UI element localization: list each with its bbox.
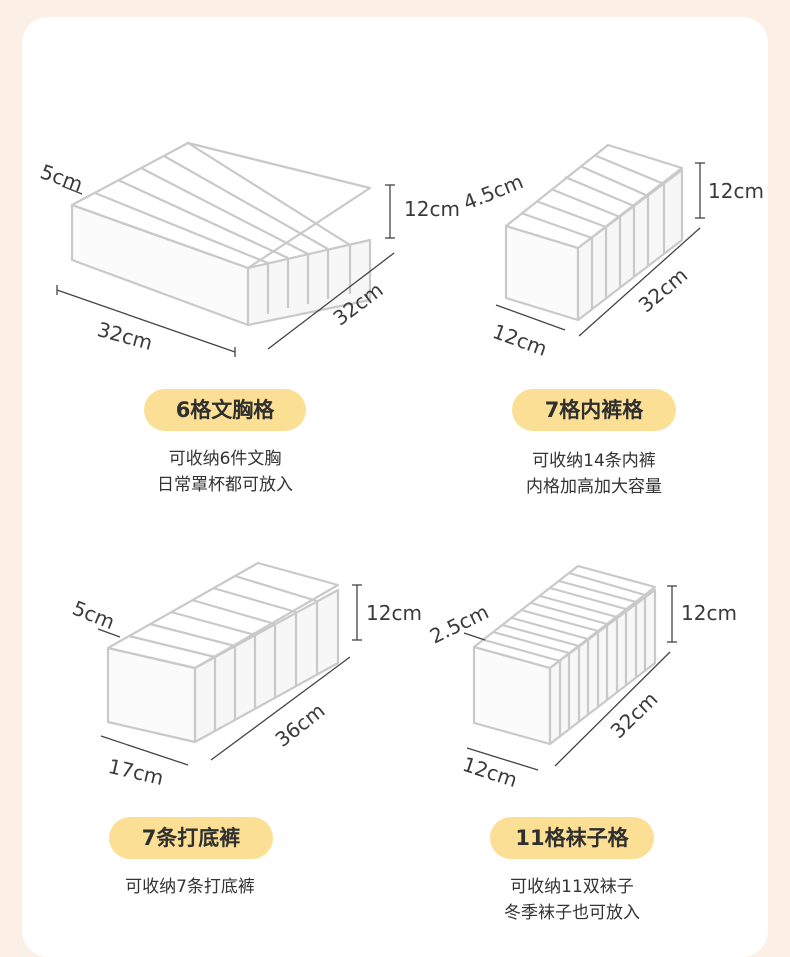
socks-height-label: 12cm bbox=[681, 601, 737, 625]
product-desc-leggings: 可收纳7条打底裤 bbox=[70, 874, 310, 900]
bra-organizer-drawing bbox=[70, 141, 372, 327]
product-desc-underwear: 可收纳14条内裤 内格加高加大容量 bbox=[474, 448, 714, 500]
desc-line: 内格加高加大容量 bbox=[526, 477, 662, 497]
leggings-organizer-drawing bbox=[106, 561, 340, 744]
product-title-bra: 6格文胸格 bbox=[144, 389, 306, 431]
desc-line: 冬季袜子也可放入 bbox=[504, 903, 640, 923]
socks-organizer-drawing bbox=[472, 564, 657, 746]
desc-line: 可收纳11双袜子 bbox=[510, 877, 634, 897]
product-title-socks: 11格袜子格 bbox=[490, 817, 654, 859]
desc-line: 可收纳7条打底裤 bbox=[125, 877, 255, 897]
product-desc-socks: 可收纳11双袜子 冬季袜子也可放入 bbox=[452, 874, 692, 926]
product-desc-bra: 可收纳6件文胸 日常罩杯都可放入 bbox=[105, 446, 345, 498]
leggings-height-label: 12cm bbox=[366, 601, 422, 625]
desc-line: 日常罩杯都可放入 bbox=[157, 475, 293, 495]
product-title-leggings: 7条打底裤 bbox=[109, 817, 273, 859]
bra-height-label: 12cm bbox=[404, 197, 460, 221]
content-card bbox=[22, 17, 768, 957]
desc-line: 可收纳6件文胸 bbox=[168, 449, 282, 469]
product-title-underwear: 7格内裤格 bbox=[512, 389, 676, 431]
underwear-height-label: 12cm bbox=[708, 179, 764, 203]
underwear-organizer-drawing bbox=[504, 143, 684, 322]
desc-line: 可收纳14条内裤 bbox=[532, 451, 656, 471]
